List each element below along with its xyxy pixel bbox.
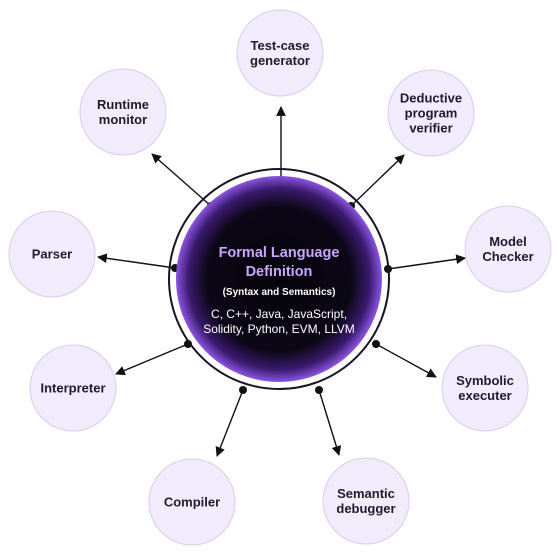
node-parser: Parser — [8, 210, 96, 298]
node-interpreter: Interpreter — [29, 344, 117, 432]
edge-to-model-checker — [387, 254, 466, 270]
node-circle-deductive-program-verifier — [387, 69, 475, 157]
center-outer-ring — [168, 168, 390, 390]
edge-to-symbolic-executer — [375, 343, 437, 378]
center-hub: Formal Language Definition (Syntax and S… — [168, 168, 390, 390]
node-label-parser-0: Parser — [32, 247, 72, 262]
node-label-symbolic-executer-0: Symbolic — [456, 373, 514, 388]
node-label-runtime-monitor-1: monitor — [99, 112, 147, 127]
nodes-layer: Test-casegeneratorDeductiveprogramverifi… — [8, 9, 552, 546]
node-label-model-checker-0: Model — [489, 234, 527, 249]
edge-to-parser — [97, 253, 176, 269]
node-circle-interpreter — [29, 344, 117, 432]
node-label-semantic-debugger-1: debugger — [336, 501, 395, 516]
node-label-semantic-debugger-0: Semantic — [337, 486, 395, 501]
node-label-interpreter-0: Interpreter — [40, 381, 105, 396]
node-label-runtime-monitor-0: Runtime — [97, 97, 149, 112]
center-languages-line2: Solidity, Python, EVM, LLVM — [203, 322, 355, 336]
node-compiler: Compiler — [148, 458, 236, 546]
edge-dot-compiler — [239, 386, 247, 394]
node-circle-compiler — [148, 458, 236, 546]
node-label-test-case-generator-0: Test-case — [250, 38, 309, 53]
node-label-symbolic-executer-1: executer — [458, 388, 511, 403]
center-subtitle: (Syntax and Semantics) — [223, 287, 336, 298]
edge-to-compiler — [215, 389, 244, 457]
node-label-deductive-program-verifier-0: Deductive — [400, 91, 462, 106]
node-circle-symbolic-executer — [441, 344, 529, 432]
node-circle-runtime-monitor — [79, 68, 167, 156]
edge-to-interpreter — [115, 343, 189, 376]
edge-to-semantic-debugger — [318, 389, 342, 456]
center-languages-line1: C, C++, Java, JavaScript, — [211, 307, 347, 321]
node-label-model-checker-1: Checker — [482, 249, 533, 264]
node-circle-model-checker — [464, 205, 552, 293]
node-circle-parser — [8, 210, 96, 298]
center-title-line1: Formal Language — [219, 245, 340, 261]
edge-to-deductive-program-verifier — [350, 154, 405, 207]
edge-dot-semantic-debugger — [315, 386, 323, 394]
edge-dot-symbolic-executer — [372, 340, 380, 348]
node-label-compiler-0: Compiler — [164, 495, 220, 510]
node-circle-test-case-generator — [236, 9, 324, 97]
node-label-test-case-generator-1: generator — [250, 53, 310, 68]
node-label-deductive-program-verifier-2: verifier — [409, 121, 452, 136]
center-title-line2: Definition — [246, 264, 313, 280]
center-disc — [176, 176, 382, 382]
edge-to-runtime-monitor — [151, 153, 212, 207]
node-circle-semantic-debugger — [322, 457, 410, 545]
node-label-deductive-program-verifier-1: program — [405, 106, 458, 121]
